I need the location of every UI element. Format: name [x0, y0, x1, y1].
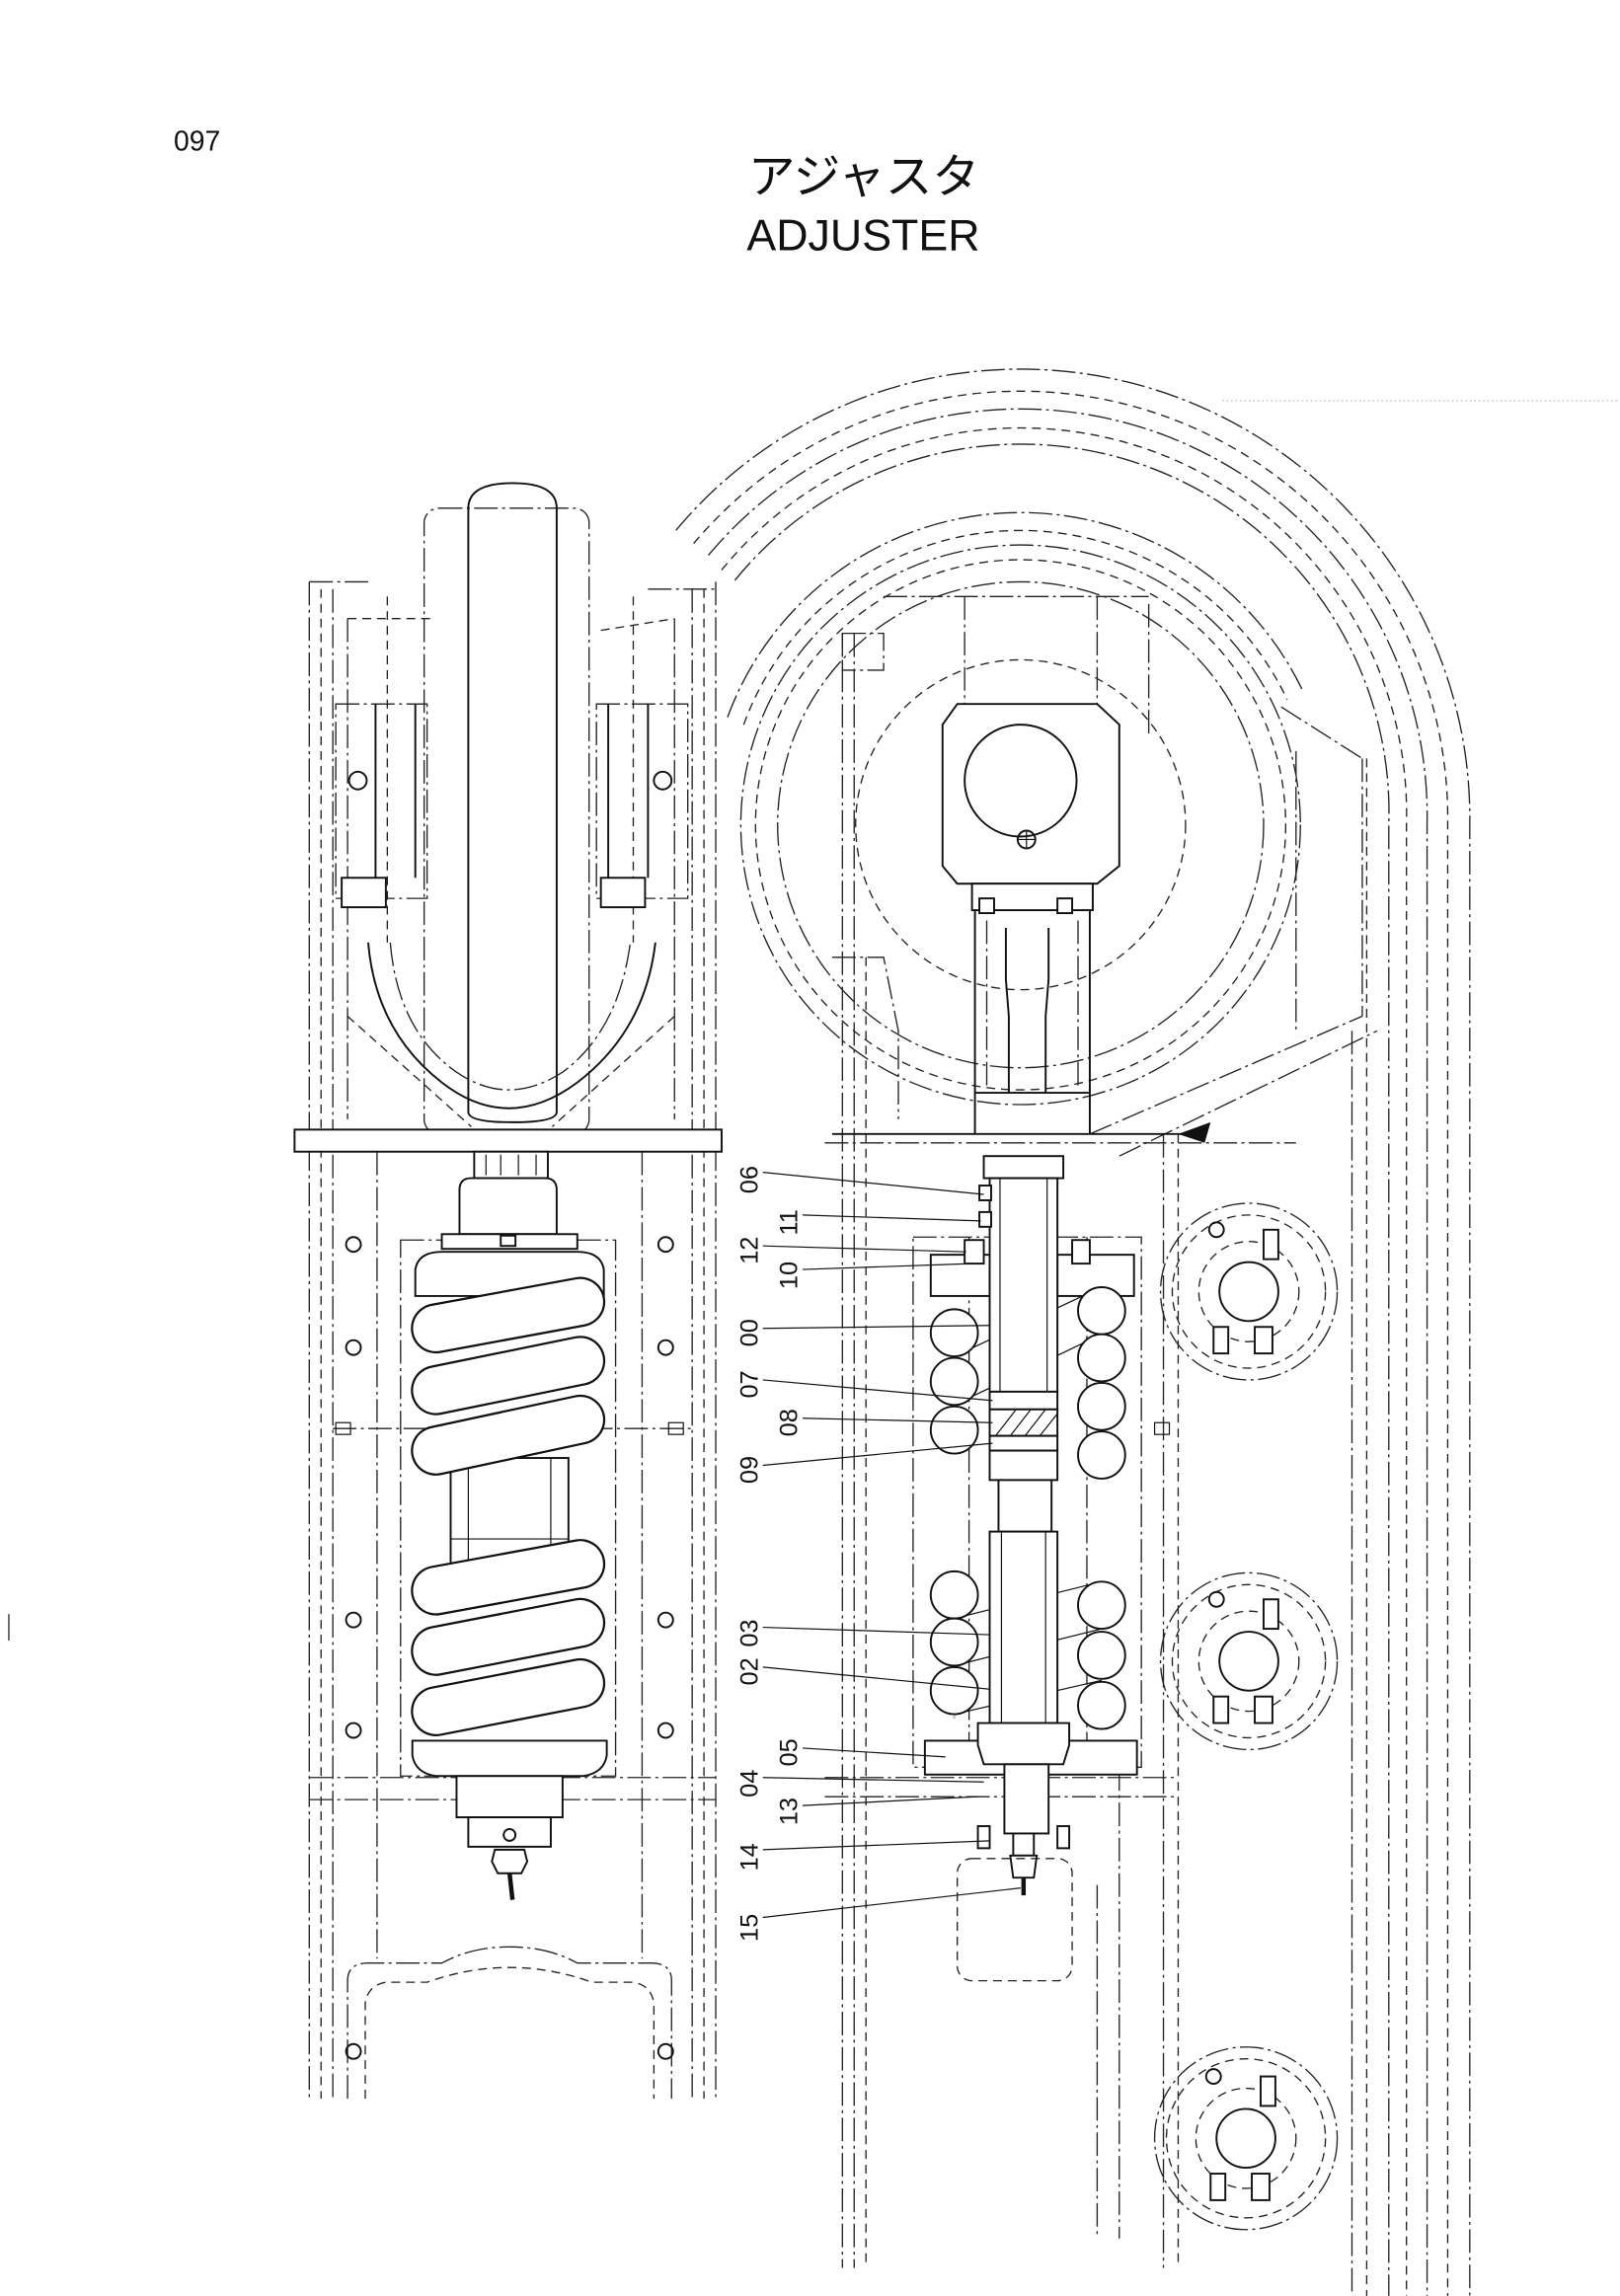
idler-yoke: [366, 942, 656, 1110]
part-label-09: 09: [735, 1456, 763, 1484]
part-label-10: 10: [776, 1262, 804, 1289]
frame-fillet: [1178, 1121, 1211, 1143]
part-label-04: 04: [735, 1770, 763, 1798]
part-callouts: 06 11 12 10 00 07 08 09 03 02 05 04 13 1…: [735, 1166, 1021, 1942]
track-roller-3: [1153, 2046, 1339, 2231]
recoil-spring-top-view: [411, 1276, 606, 1736]
part-label-08: 08: [776, 1409, 804, 1436]
leader-line-08: [803, 1417, 993, 1423]
packing-08: [988, 1408, 1059, 1437]
part-label-07: 07: [735, 1370, 763, 1398]
idler-wheel-side-view: [739, 544, 1301, 1106]
page-header: 097 アジャスタ ADJUSTER: [174, 125, 980, 260]
grease-fitting-left: [491, 1848, 529, 1875]
adjuster-top-view: [400, 1150, 617, 1900]
part-label-03: 03: [735, 1619, 763, 1646]
mounting-plate: [293, 1128, 723, 1153]
left-view: [293, 482, 723, 2099]
right-view: [675, 368, 1471, 2296]
grease-fitting-right: [1009, 1854, 1039, 1879]
left-frame-lines: [308, 580, 717, 2099]
leader-line-09: [762, 1442, 993, 1467]
leader-line-06: [762, 1172, 984, 1195]
leader-line-07: [762, 1379, 993, 1402]
part-label-00: 00: [735, 1319, 763, 1346]
page-number: 097: [174, 125, 220, 157]
track-roller-2: [1159, 1571, 1339, 1751]
idler-side-brackets: [335, 703, 689, 909]
leader-line-12: [762, 1245, 966, 1253]
leader-line-04: [762, 1777, 984, 1783]
part-label-14: 14: [735, 1843, 763, 1871]
track-roller-1: [1159, 1202, 1339, 1381]
part-label-11: 11: [776, 1209, 804, 1235]
adjuster-cylinder-section: [957, 1155, 1091, 1982]
left-bottom-frame: [347, 1946, 672, 2099]
title-english: ADJUSTER: [746, 211, 979, 261]
leader-line-00: [762, 1325, 990, 1330]
part-label-06: 06: [735, 1166, 763, 1193]
leader-line-10: [803, 1263, 972, 1270]
idler-yoke-side: [941, 703, 1120, 1134]
leader-line-14: [762, 1840, 990, 1851]
track-chain-outline: [675, 368, 1471, 2296]
packing-07: [988, 1390, 1059, 1411]
title-japanese: アジャスタ: [748, 152, 979, 204]
part-label-15: 15: [735, 1914, 763, 1942]
packing-09: [988, 1434, 1059, 1452]
part-label-02: 02: [735, 1657, 763, 1685]
left-bolt-holes: [345, 1236, 674, 2060]
leader-line-03: [762, 1626, 990, 1636]
right-frame-lines: [824, 595, 1378, 2268]
leader-line-05: [803, 1747, 946, 1758]
leader-line-15: [762, 1887, 1021, 1919]
recoil-spring-section: [923, 1254, 1138, 1776]
leader-line-13: [803, 1796, 978, 1806]
idler-wheel-top-view: [423, 482, 590, 1135]
part-label-13: 13: [776, 1798, 804, 1825]
leader-line-11: [803, 1214, 981, 1222]
leader-line-02: [762, 1666, 990, 1690]
part-label-12: 12: [735, 1237, 763, 1264]
part-label-05: 05: [776, 1738, 804, 1766]
